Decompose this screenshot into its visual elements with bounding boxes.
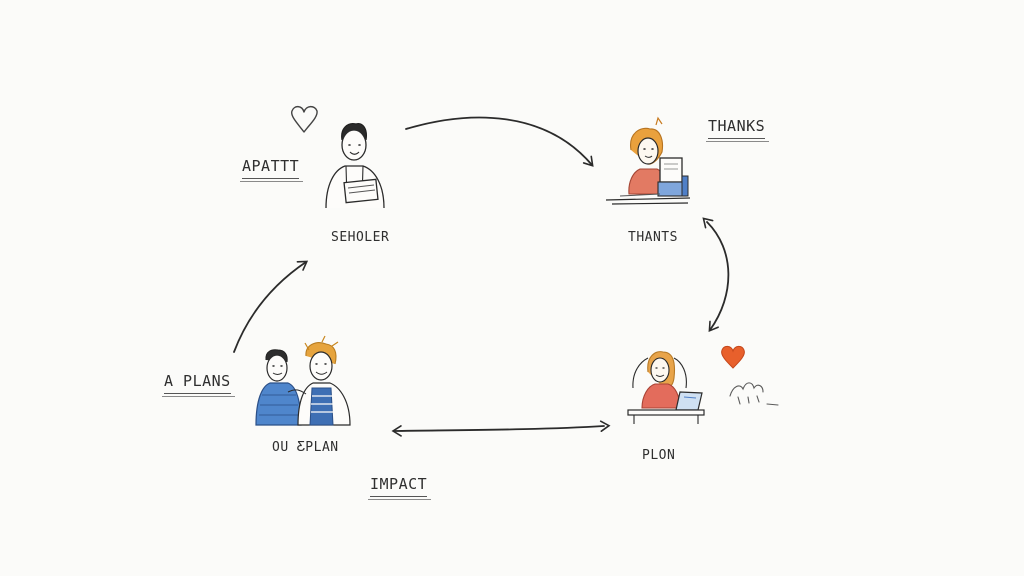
plan-person-label: PLON bbox=[642, 448, 676, 463]
arrow-pair-to-scholar bbox=[233, 260, 309, 353]
heart-outline-icon bbox=[291, 105, 318, 133]
scholar-figure bbox=[325, 123, 385, 209]
note-apatt: APATTT bbox=[239, 157, 304, 182]
pair-figure bbox=[255, 335, 351, 426]
note-impact: IMPACT bbox=[367, 475, 432, 500]
arrow-thanks-to-plan bbox=[702, 217, 730, 333]
note-a-plans: A PLANS bbox=[162, 372, 235, 397]
note-thanks: THANKS bbox=[705, 117, 770, 142]
plan-person-figure bbox=[627, 351, 705, 424]
scholar-label: SEHOLER bbox=[331, 230, 390, 245]
squiggle-icon bbox=[729, 382, 779, 406]
arrow-scholar-to-thanks bbox=[405, 116, 594, 167]
thanks-person-label: THANTS bbox=[628, 230, 678, 245]
thanks-person-figure bbox=[605, 116, 691, 205]
heart-filled-icon bbox=[721, 345, 745, 369]
arrow-plan-to-pair bbox=[391, 420, 611, 437]
pair-label: OU ƸPLAN bbox=[272, 440, 339, 455]
